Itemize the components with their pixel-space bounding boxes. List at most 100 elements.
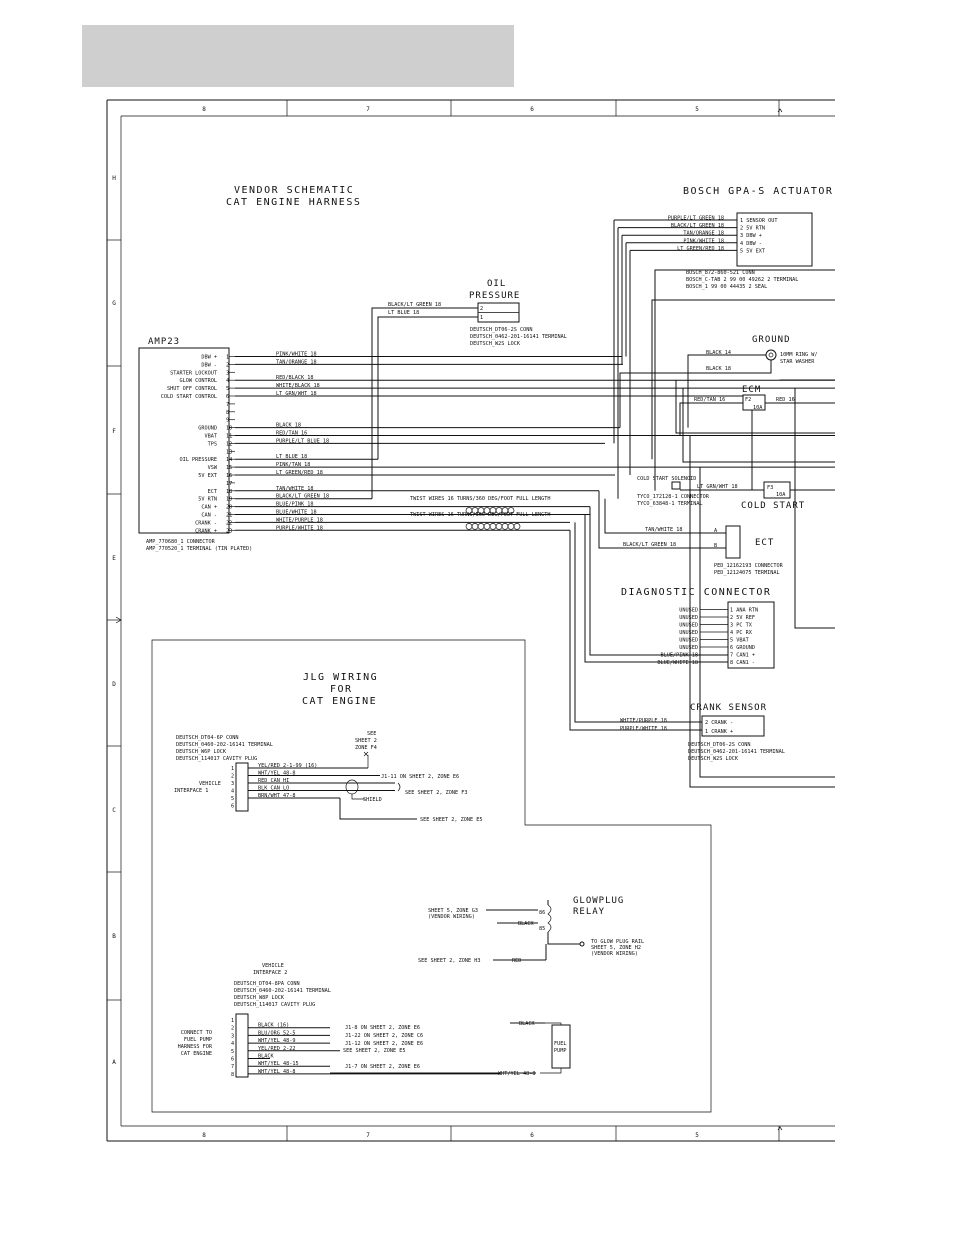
bosch-note: BOSCH_872-860-521 CONN [686,270,755,276]
amp23-wire-label: BLACK/LT GREEN 18 [276,494,329,500]
oil-title: OIL [487,279,506,289]
oil-wire-label: BLACK/LT GREEN 18 [388,302,441,308]
ground-wire-label: BLACK 14 [706,350,731,356]
crank-twist-coil [495,522,503,530]
vi2-wire-label: BLACK (16) [258,1023,289,1029]
amp23-pin-number: 18 [226,489,232,495]
row-label: H [112,175,116,182]
vi1-ref: J1-11 ON SHEET 2, ZONE E6 [381,774,459,780]
column-label-bottom: 8 [202,1132,206,1139]
coldstart-solenoid-label: COLD START SOLENOID [637,476,696,482]
vi1-wire-label: YEL/RED 2-1-99 (16) [258,763,317,769]
right-run-g [689,435,835,788]
oil-title: PRESSURE [469,291,520,301]
row-label: D [112,681,116,688]
glow-rail: TO GLOW PLUG RAIL [591,939,644,945]
amp23-pin-name: DBW + [201,355,217,361]
coldstart-solenoid-conn [671,481,681,490]
vi2-connect: FUEL PUMP [184,1037,212,1043]
crank-wire-plus [569,530,702,731]
vi1-label: INTERFACE 1 [174,788,208,794]
crank-twist-coil [489,522,497,530]
bosch-pin: 4 DBW - [740,241,762,247]
ecm-wire-label: RED 16 [776,397,795,403]
diag-pin: 5 VBAT [730,638,749,644]
coldstart-fuse-label: F3 [767,485,773,491]
vi1-note: DEUTSCH_0460-202-16141 TERMINAL [176,742,273,748]
glow-red-label: RED [512,958,521,964]
vi2-ref: SEE SHEET 2, ZONE E5 [343,1048,405,1054]
crank-twist-coil [513,522,521,530]
row-label: B [112,933,116,940]
vi2-note: DEUTSCH_114017 CAVITY PLUG [234,1002,315,1008]
amp23-pin-name: ECT [208,489,217,495]
titles: VENDOR SCHEMATIC CAT ENGINE HARNESS JLG … [226,185,377,707]
column-label-bottom: 5 [695,1132,699,1139]
glow-rail: (VENDOR WIRING) [591,951,638,957]
jlg-title-2: FOR [330,684,353,695]
ect-title: ECT [755,538,774,548]
glow-sheet5: (VENDOR WIRING) [428,914,475,920]
column-label-bottom: 6 [530,1132,534,1139]
vi2-wire-label: BLACK [258,1054,274,1060]
row-label: E [112,555,116,562]
vi2-note: DEUTSCH_DT04-8PA CONN [234,981,300,987]
vi2-pin-number: 5 [231,1049,234,1055]
top-marker [777,108,783,113]
diag-left-label: UNUSED [679,638,698,644]
amp23-pin-number: 13 [226,449,232,455]
oil-note: DEUTSCH_W2S LOCK [470,341,521,347]
glow-title: RELAY [573,907,605,917]
vi1-pin-number: 5 [231,796,234,802]
amp23-pin-number: 3 [226,370,229,376]
vi1-ref: SEE SHEET 2, ZONE E5 [420,817,482,823]
ecm-fuse-label: F2 [745,397,751,403]
ect-wire-label: TAN/WHITE 18 [645,527,682,533]
vi2-connect: HARNESS FOR [178,1044,213,1050]
diag-title: DIAGNOSTIC CONNECTOR [621,587,771,598]
amp23-pin-name: DBW - [201,362,217,368]
crank-twist-label: TWIST WIRES 16 TURNS/360 DEG/FOOT FULL L… [410,512,551,518]
amp23-pin-name: VSW [208,465,218,471]
amp23-pin-name: CRANK - [195,520,217,526]
vendor-title-1: VENDOR SCHEMATIC [234,185,354,196]
vi2-pin-number: 8 [231,1072,234,1078]
bosch-wire-label: PURPLE/LT GREEN 18 [668,216,724,222]
crank-twist-coil [501,522,509,530]
bosch-wire-label: PINK/WHITE 18 [683,238,724,244]
vi2-wire-label: YEL/RED 2-22 [258,1046,295,1052]
crank-wire-label: PURPLE/WHITE 18 [620,726,667,732]
fuel-pump-black-label: BLACK [519,1021,535,1027]
amp23-pin-name: CAN - [201,513,217,519]
bosch-title: BOSCH GPA-S ACTUATOR [683,186,833,197]
amp23-pin-number: 7 [226,402,229,408]
vi1-shield-lead [351,794,365,800]
vi2-wire-label: WHT/YEL 48-15 [258,1061,299,1067]
amp23-pin-name: SHUT OFF CONTROL [167,386,217,392]
amp23-pin-number: 6 [226,394,229,400]
jlg-title-3: CAT ENGINE [302,696,377,707]
vi1-note: DEUTSCH_W6P LOCK [176,749,227,755]
vi1-note: DEUTSCH_DT04-6P CONN [176,735,238,741]
vi1-see: SEE [367,731,376,737]
bosch-pin: 1 SENSOR OUT [740,218,777,224]
crank-twist-coil [471,522,479,530]
coldstart-title: COLD START [741,501,805,511]
diag-left-label: UNUSED [679,645,698,651]
diag-left-label: UNUSED [679,615,698,621]
amp23-wire-label: BLUE/PINK 18 [276,502,313,508]
crank-twist-coil [477,522,485,530]
right-run-d [682,388,835,463]
amp23-pin-number: 21 [226,513,232,519]
right-run-c [675,380,835,434]
oil-note: DEUTSCH_0462-201-16141 TERMINAL [470,334,567,340]
column-label-top: 6 [530,106,534,113]
amp23-pin-number: 12 [226,441,232,447]
amp23-wire-label: BLUE/WHITE 18 [276,510,317,516]
vi1-wire-label: BRN/WHT 47-8 [258,793,295,799]
vi2-connector [235,1013,249,1078]
amp23-pin-number: 20 [226,505,232,511]
crank-note: DEUTSCH_0462-201-16141 TERMINAL [688,749,785,755]
bottom-marker [777,1126,783,1131]
